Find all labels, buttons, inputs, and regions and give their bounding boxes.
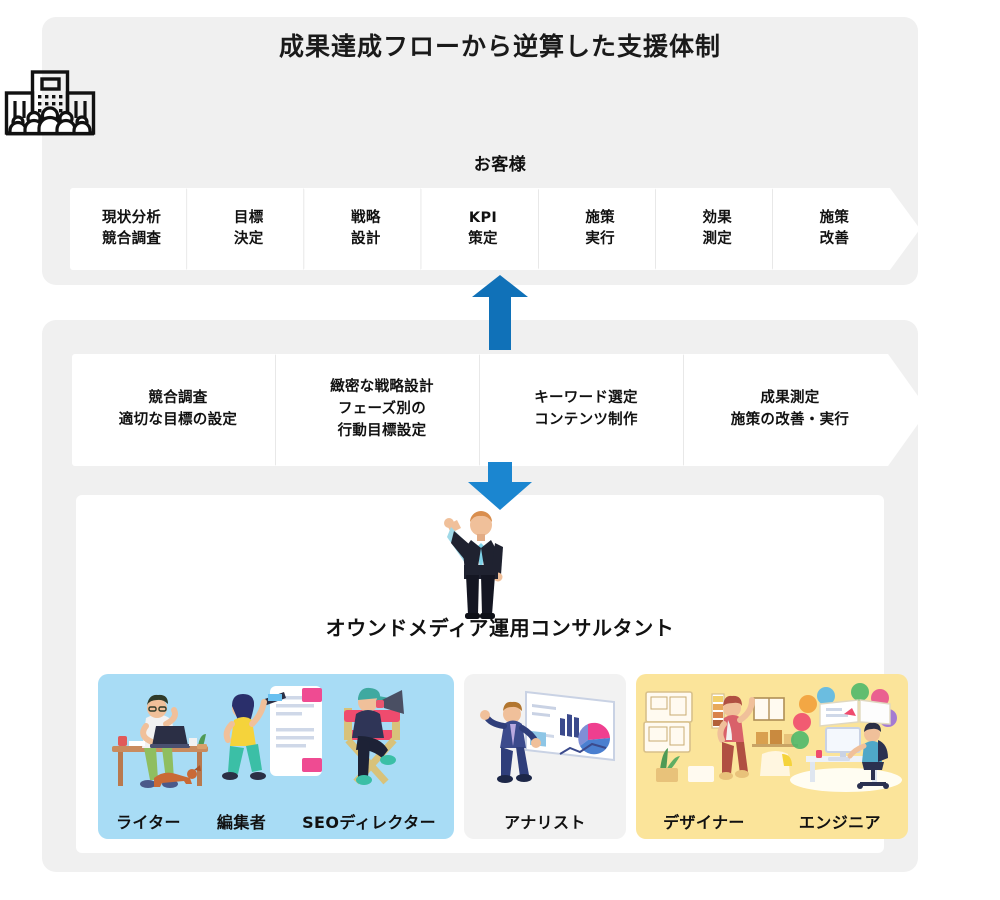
- role-label: デザイナー: [663, 813, 745, 832]
- flow-step-line1: 施策: [585, 209, 615, 226]
- blue-up-arrow-icon: [470, 275, 530, 350]
- flow-step-line2: 実行: [585, 231, 615, 247]
- role-label-row: ライター 編集者 SEOディレクター: [98, 809, 454, 833]
- blue-down-arrow-icon: [466, 462, 534, 510]
- designer-engineer-illustration: [643, 683, 902, 792]
- bottom-flow-steps: 競合調査 適切な目標の設定 緻密な戦略設計 フェーズ別の 行動目標設定 キーワー…: [72, 354, 928, 466]
- writer-editor-seo-director-illustration: [112, 686, 404, 788]
- flow-step-text: 緻密な戦略設計 フェーズ別の 行動目標設定: [322, 377, 434, 442]
- role-label: 編集者: [216, 813, 267, 832]
- role-label: アナリスト: [504, 813, 586, 832]
- flow-step-line1: 目標: [233, 209, 264, 226]
- flow-step-text: 目標 決定: [228, 208, 264, 250]
- role-label: ライター: [115, 813, 181, 832]
- flow-step-line2: 競合調査: [101, 231, 162, 247]
- flow-step: 戦略 設計: [303, 188, 452, 270]
- flow-step-line1: 成果測定: [760, 390, 820, 407]
- flow-step: 成果測定 施策の改善・実行: [683, 354, 928, 466]
- role-group-content-team: ライター 編集者 SEOディレクター: [98, 674, 454, 839]
- flow-step-line1: 効果: [702, 209, 733, 226]
- role-group-design-engineering: デザイナー エンジニア: [636, 674, 908, 839]
- flow-step-line2: 決定: [233, 231, 264, 247]
- flow-step-line1: キーワード選定: [534, 390, 638, 407]
- flow-step-line1: 緻密な戦略設計: [330, 379, 434, 396]
- flow-step-line2: 施策の改善・実行: [730, 412, 850, 428]
- flow-step-text: 成果測定 施策の改善・実行: [723, 388, 849, 432]
- flow-step-text: 戦略 設計: [345, 208, 381, 250]
- flow-step: 緻密な戦略設計 フェーズ別の 行動目標設定: [275, 354, 520, 466]
- flow-step-line2: フェーズ別の: [337, 401, 427, 418]
- flow-step-text: 現状分析 競合調査: [96, 208, 161, 250]
- analyst-presenting-dashboard-illustration: [480, 690, 615, 783]
- flow-step-text: KPI 策定: [462, 208, 498, 250]
- role-label: エンジニア: [798, 813, 881, 832]
- flow-step-line1: 戦略: [351, 209, 381, 226]
- flow-step: KPI 策定: [420, 188, 569, 270]
- flow-step-line3: 行動目標設定: [337, 422, 427, 439]
- flow-step-line2: 策定: [468, 231, 498, 247]
- flow-step-line1: 施策: [819, 209, 850, 226]
- flow-step-text: キーワード選定 コンテンツ制作: [526, 388, 638, 432]
- flow-step-text: 施策 改善: [814, 208, 850, 250]
- top-flow-steps: 現状分析 競合調査 目標 決定 戦略 設計 KPI 策定: [70, 188, 920, 270]
- page-title: 成果達成フローから逆算した支援体制: [278, 32, 721, 61]
- flow-step: 現状分析 競合調査: [70, 188, 218, 270]
- role-group-analyst: アナリスト: [464, 674, 626, 839]
- flow-step-line1: KPI: [468, 209, 498, 226]
- customer-block: お客様: [0, 68, 1000, 175]
- flow-step-text: 競合調査 適切な目標の設定: [111, 388, 237, 432]
- flow-step-line1: 現状分析: [101, 209, 162, 226]
- flow-step-line2: 適切な目標の設定: [118, 412, 238, 428]
- flow-step-line2: 改善: [819, 231, 850, 247]
- role-label-row: アナリスト: [464, 809, 626, 833]
- flow-step-text: 施策 実行: [579, 208, 615, 250]
- flow-step-line2: コンテンツ制作: [534, 412, 638, 428]
- flow-step-line1: 競合調査: [148, 390, 208, 407]
- role-label: SEOディレクター: [302, 813, 436, 832]
- office-building-with-people-icon: [0, 68, 1000, 146]
- flow-step-line2: 設計: [351, 231, 381, 247]
- customer-label: お客様: [473, 155, 527, 175]
- flow-step: 競合調査 適切な目標の設定: [72, 354, 316, 466]
- flow-step-line2: 測定: [702, 231, 733, 247]
- flow-step-text: 効果 測定: [696, 208, 732, 250]
- consultant-label: オウンドメディア運用コンサルタント: [325, 616, 675, 640]
- businessman-pointing-up-illustration: [421, 503, 539, 621]
- role-label-row: デザイナー エンジニア: [636, 809, 908, 833]
